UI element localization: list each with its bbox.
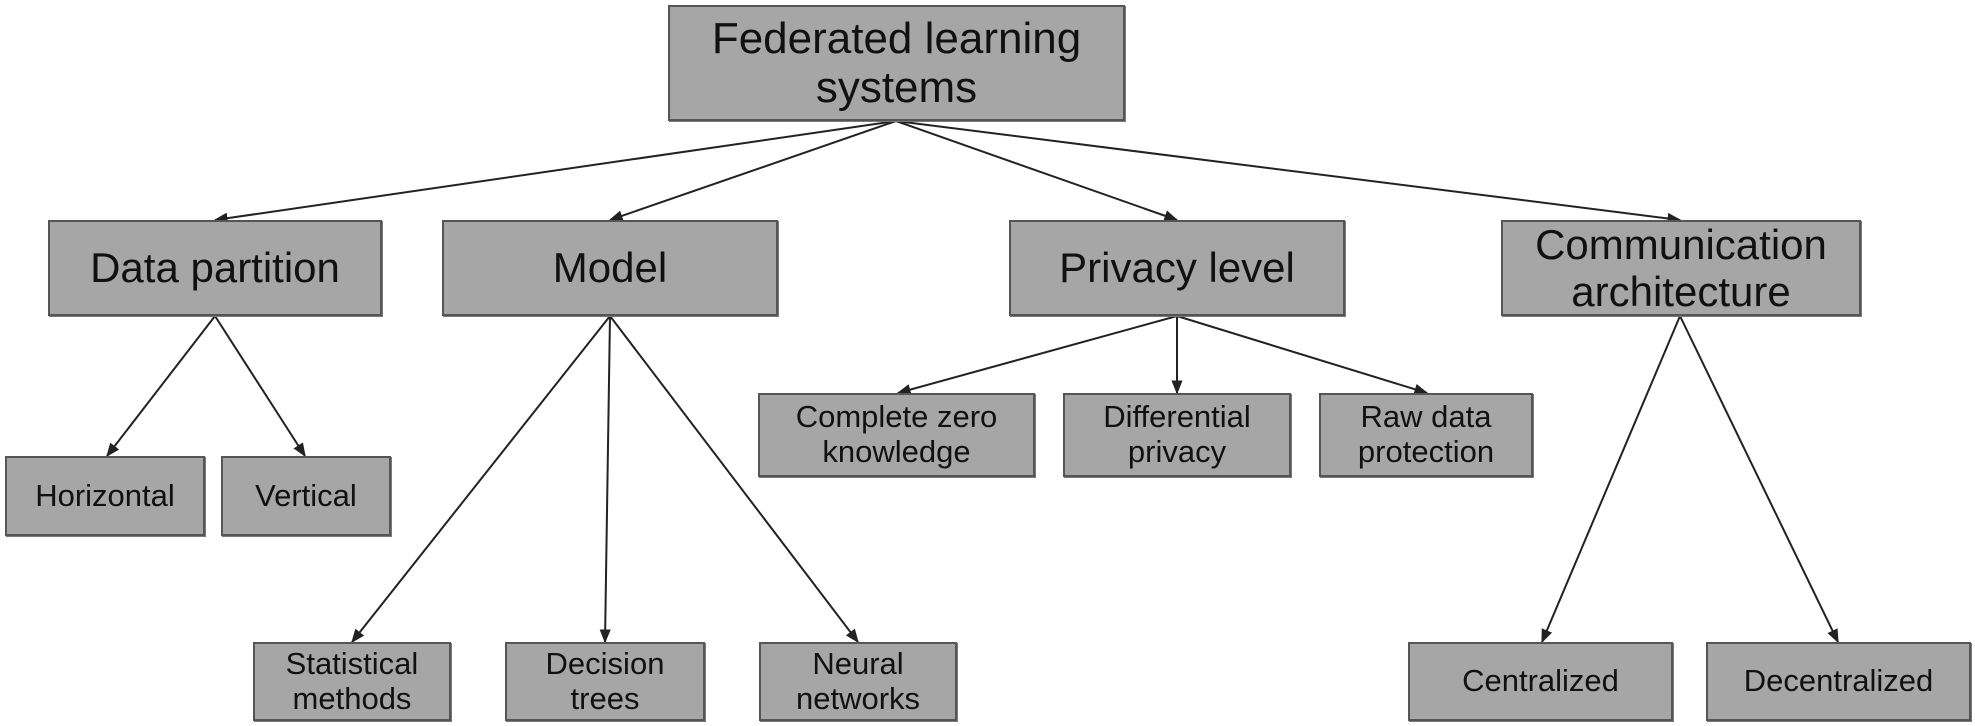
leaf-node-complete-zero-knowledge: Complete zero knowledge [758,393,1035,477]
leaf-node-raw-data-protection: Raw data protection [1319,393,1533,477]
leaf-label-horizontal: Horizontal [35,477,175,513]
leaf-label-centralized: Centralized [1462,663,1619,699]
leaf-label-decentralized: Decentralized [1743,663,1934,699]
leaf-label-neural-networks: Neural networks [795,645,921,716]
category-node-privacy-level: Privacy level [1009,220,1345,316]
category-label-data-partition: Data partition [90,244,340,292]
leaf-node-horizontal: Horizontal [5,456,205,536]
leaf-node-decentralized: Decentralized [1706,642,1971,721]
root-node-label: Federated learning systems [711,13,1082,112]
edge-privacy-level-to-raw-data-protection [1176,315,1429,395]
leaf-node-decision-trees: Decision trees [505,642,705,721]
category-label-model: Model [552,244,668,292]
edge-model-to-neural-networks [609,315,859,644]
edge-data-partition-to-vertical [214,315,306,458]
leaf-node-statistical-methods: Statistical methods [253,642,451,721]
root-node: Federated learning systems [668,5,1125,121]
leaf-node-vertical: Vertical [221,456,391,536]
category-label-privacy-level: Privacy level [1059,244,1295,292]
edge-root-to-communication-architecture [895,120,1682,224]
edge-communication-to-centralized [1541,315,1681,644]
leaf-node-neural-networks: Neural networks [759,642,957,721]
leaf-label-raw-data-protection: Raw data protection [1357,399,1495,469]
edge-root-to-data-partition [213,120,897,224]
edge-data-partition-to-horizontal [106,315,216,458]
category-label-communication-architecture: Communication architecture [1535,220,1827,315]
leaf-label-vertical: Vertical [255,477,357,513]
edge-root-to-privacy-level [895,120,1179,222]
leaf-label-statistical-methods: Statistical methods [285,645,419,716]
edge-model-to-statistical-methods [351,315,611,644]
leaf-label-differential-privacy: Differential privacy [1103,399,1251,469]
leaf-node-differential-privacy: Differential privacy [1063,393,1291,477]
leaf-label-decision-trees: Decision trees [545,645,665,716]
leaf-node-centralized: Centralized [1408,642,1673,721]
category-node-data-partition: Data partition [48,220,382,316]
edge-model-to-decision-trees [599,315,611,644]
category-node-communication-architecture: Communication architecture [1501,220,1861,316]
edge-root-to-model [608,120,897,222]
edge-privacy-level-to-complete-zero-knowledge [896,315,1178,396]
edge-communication-to-decentralized [1679,315,1839,644]
category-node-model: Model [442,220,778,316]
leaf-label-complete-zero-knowledge: Complete zero knowledge [795,399,998,469]
